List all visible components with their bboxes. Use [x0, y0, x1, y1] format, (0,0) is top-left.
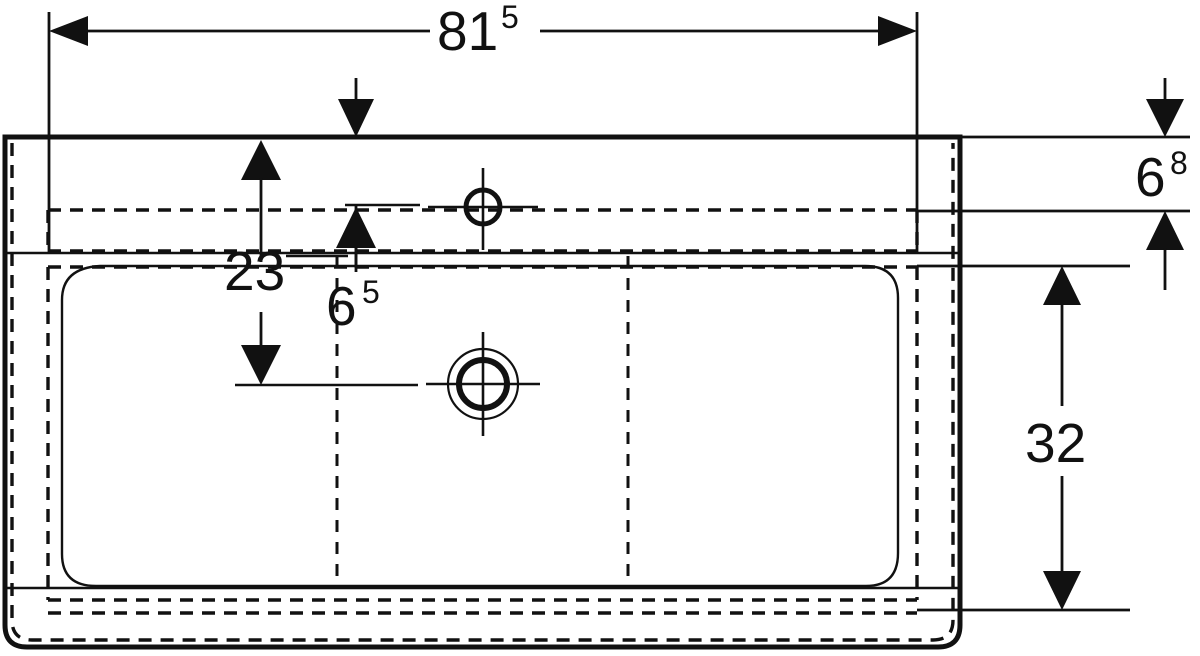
arrow-up: [1146, 211, 1184, 250]
bowl-partition-lines: [335, 256, 630, 587]
arrow-left: [49, 16, 88, 46]
dim-label-overall-depth: 32: [1025, 412, 1086, 474]
arrow-down: [1146, 99, 1184, 137]
dim-label-overall-width: 81: [437, 0, 498, 62]
dimension-tap-hole-offset: 6 5: [286, 205, 380, 337]
dim-sup-rear-ledge-depth: 8: [1170, 145, 1188, 181]
dim-sup-overall-width: 5: [501, 0, 519, 35]
hidden-outline-outer: [10, 143, 955, 642]
interior-split-lines: [5, 251, 960, 590]
dimension-top-pointer: [338, 78, 374, 137]
dimension-overall-width: 81 5: [47, 0, 919, 253]
hidden-bowl-rim: [46, 265, 919, 615]
dim-label-basin-front-offset: 23: [224, 240, 285, 302]
dimension-overall-depth: 32: [917, 264, 1130, 612]
drain-hole-icon: [426, 332, 540, 436]
dimension-basin-front-offset: 23: [224, 140, 285, 385]
dimension-rear-ledge-depth: 6 8: [917, 78, 1190, 290]
tap-hole-icon: [345, 168, 538, 250]
dim-sup-tap-hole-offset: 5: [362, 274, 380, 310]
arrow-right: [878, 16, 917, 46]
arrow-down: [241, 345, 281, 385]
arrow-up: [1043, 266, 1081, 305]
arrow-up: [241, 140, 281, 180]
arrow-down: [338, 99, 374, 137]
arrow-down: [1043, 571, 1081, 610]
basin-bowl-outline: [60, 264, 900, 588]
dim-label-rear-ledge-depth: 6: [1135, 146, 1166, 208]
outer-body-outline: [2, 134, 963, 650]
dim-label-tap-hole-offset: 6: [326, 275, 357, 337]
arrow-up: [336, 207, 376, 248]
